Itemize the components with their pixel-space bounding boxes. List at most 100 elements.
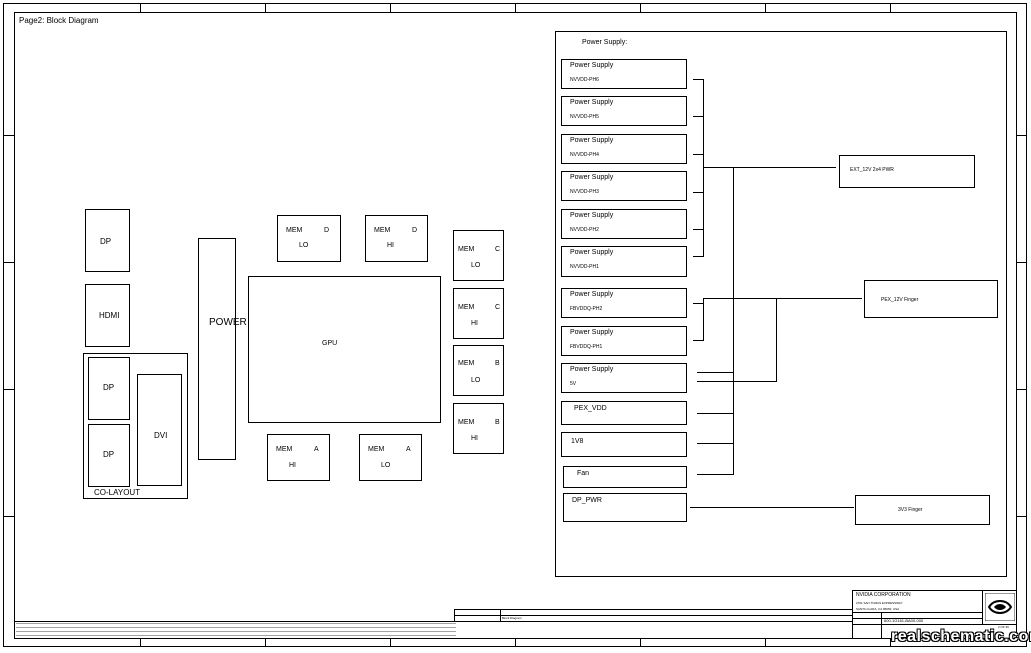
power-rail-label: Power Supply xyxy=(570,137,614,144)
mem-label: MEM xyxy=(458,419,475,426)
legal-divider xyxy=(14,621,852,622)
zone-tick xyxy=(265,3,266,12)
mem-label: MEM xyxy=(374,227,391,234)
power-rail-sub: 5V xyxy=(570,381,577,387)
block-diagram-ref: Block Diagram xyxy=(502,616,522,620)
wire xyxy=(703,298,704,341)
wire xyxy=(693,229,704,230)
wire xyxy=(733,167,734,474)
company-address: SANTA CLARA, CA 95050, USA xyxy=(856,607,900,611)
dp-connector-1: DP xyxy=(85,209,130,272)
mem-label: MEM xyxy=(458,246,475,253)
power-rail-label: Power Supply xyxy=(570,174,614,181)
zone-tick xyxy=(3,389,14,390)
zone-tick xyxy=(140,3,141,12)
zone-tick xyxy=(890,3,891,12)
wire xyxy=(703,167,836,168)
mem-channel: B xyxy=(495,419,500,426)
power-rail-label: Power Supply xyxy=(570,99,614,106)
fan-label: Fan xyxy=(577,470,590,477)
zone-tick xyxy=(890,639,891,647)
mem-channel: C xyxy=(495,304,501,311)
dp-label: DP xyxy=(100,237,112,246)
power-rail-label: Power Supply xyxy=(570,212,614,219)
title-block-divider xyxy=(852,612,982,613)
hdmi-label: HDMI xyxy=(99,311,120,320)
power-rail-sub: FBVDDQ-PH2 xyxy=(570,306,603,312)
dp-pwr-label: DP_PWR xyxy=(572,497,602,504)
gpu-block: GPU xyxy=(248,276,441,423)
zone-tick xyxy=(3,262,14,263)
dp-pwr-box: DP_PWR xyxy=(563,493,687,522)
dp-label: DP xyxy=(103,383,115,392)
wire xyxy=(690,507,854,508)
pex-12v-box: PEX_12V Finger xyxy=(864,280,998,318)
mem-channel: A xyxy=(406,446,411,453)
pex-vdd-label: PEX_VDD xyxy=(574,405,607,412)
mem-label: MEM xyxy=(368,446,385,453)
hdmi-connector: HDMI xyxy=(85,284,130,347)
power-rail-label: Power Supply xyxy=(570,291,614,298)
title-block-divider xyxy=(982,590,983,625)
mem-label: MEM xyxy=(276,446,293,453)
zone-tick xyxy=(765,639,766,647)
power-rail-sub: NVVDD-PH5 xyxy=(570,114,599,120)
dp-label: DP xyxy=(103,450,115,459)
title-block-divider xyxy=(881,612,882,639)
mem-position: HI xyxy=(471,435,478,442)
power-supply-block xyxy=(198,238,236,460)
mem-position: HI xyxy=(387,242,394,249)
wire xyxy=(693,154,704,155)
zone-tick xyxy=(1017,389,1027,390)
mem-position: LO xyxy=(381,462,391,469)
zone-tick xyxy=(140,639,141,647)
dvi-label: DVI xyxy=(154,431,168,440)
mem-c-lo: MEM C LO xyxy=(453,230,504,281)
wire xyxy=(693,116,704,117)
wire xyxy=(697,372,734,373)
power-rail-sub: NVVDD-PH6 xyxy=(570,77,599,83)
mem-label: MEM xyxy=(458,360,475,367)
mem-position: LO xyxy=(471,262,481,269)
mem-channel: D xyxy=(324,227,330,234)
zone-tick xyxy=(3,135,14,136)
wire xyxy=(693,192,704,193)
ext-12v-label: EXT_12V 2x4 PWR xyxy=(850,167,894,173)
zone-tick xyxy=(515,3,516,12)
company-name: NVIDIA CORPORATION xyxy=(856,592,911,598)
legal-text-graphic xyxy=(16,623,456,637)
wire xyxy=(697,443,734,444)
power-rail-sub: NVVDD-PH2 xyxy=(570,227,599,233)
3v3-finger-box: 3V3 Finger xyxy=(855,495,990,525)
mem-b-hi: MEM B HI xyxy=(453,403,504,454)
legal-divider xyxy=(500,609,501,621)
page-number: 2 OF 39 xyxy=(998,625,1009,629)
wire xyxy=(703,298,862,299)
mem-channel: A xyxy=(314,446,319,453)
mem-channel: C xyxy=(495,246,501,253)
mem-b-lo: MEM B LO xyxy=(453,345,504,396)
zone-tick xyxy=(390,639,391,647)
mem-channel: B xyxy=(495,360,500,367)
power-rail-sub: NVVDD-PH4 xyxy=(570,152,599,158)
watermark: realschematic.com xyxy=(891,628,1031,645)
wire xyxy=(693,256,704,257)
mem-position: HI xyxy=(471,320,478,327)
title-block-divider xyxy=(852,624,1017,625)
wire xyxy=(703,79,704,257)
1v8-box: 1V8 xyxy=(561,432,687,457)
zone-tick xyxy=(265,639,266,647)
power-rail-label: Power Supply xyxy=(570,329,614,336)
1v8-label: 1V8 xyxy=(571,438,584,445)
power-rail-sub: FBVDDQ-PH1 xyxy=(570,344,603,350)
zone-tick xyxy=(1017,262,1027,263)
ext-12v-box: EXT_12V 2x4 PWR xyxy=(839,155,975,188)
mem-position: LO xyxy=(471,377,481,384)
